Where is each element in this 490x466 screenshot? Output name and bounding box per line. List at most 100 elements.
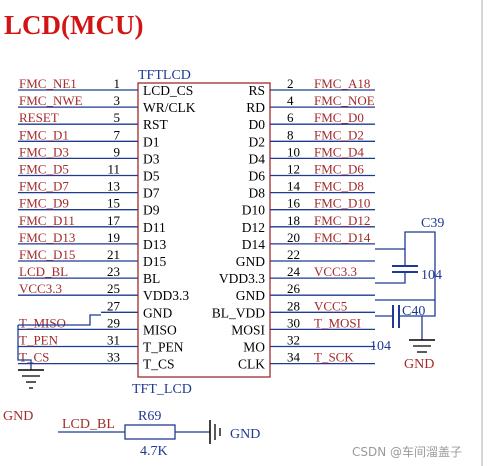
left-pin-number: 5 (114, 110, 121, 125)
right-pin-number: 26 (287, 281, 301, 296)
ground-symbol-right (409, 339, 435, 353)
right-pin-number: 8 (287, 127, 294, 142)
left-pin-number: 17 (107, 213, 121, 228)
left-pin-number: 9 (114, 144, 121, 159)
right-pin-net-label: FMC_A18 (314, 76, 370, 91)
ground-symbol-resistor (209, 420, 221, 444)
right-pin-name: D14 (242, 237, 265, 252)
right-pin-net-label: FMC_D0 (314, 110, 364, 125)
ground-label-left: GND (3, 409, 33, 424)
left-pin-net-label: FMC_D15 (19, 247, 75, 262)
left-pin-net-label: LCD_BL (19, 264, 68, 279)
c40-right-wire (399, 315, 423, 340)
left-pin-net-label: FMC_D13 (19, 230, 75, 245)
right-pin-number: 12 (287, 162, 300, 177)
right-pin-name: D2 (249, 134, 266, 149)
right-pin-number: 16 (287, 196, 301, 211)
watermark-text: CSDN @车间溜盖子 (352, 444, 462, 459)
lcd-connector-body (137, 82, 271, 378)
right-pin-name: D10 (242, 203, 265, 218)
left-pin-number: 15 (107, 196, 120, 211)
right-pin-net-label: FMC_D2 (314, 127, 364, 142)
r69-net-label: LCD_BL (62, 417, 115, 432)
right-pin-name: RS (248, 83, 265, 98)
left-pin-name: D15 (143, 254, 166, 269)
right-pin-number: 20 (287, 230, 300, 245)
left-pin-name: D7 (143, 186, 160, 201)
right-pin-net-label: FMC_D4 (314, 144, 364, 159)
pin27-ground-trace (18, 314, 101, 326)
c40-value: 104 (370, 339, 391, 354)
left-pin-number: 1 (114, 76, 121, 91)
r69-value: 4.7K (140, 444, 168, 459)
right-pin-name: CLK (238, 357, 265, 372)
left-pin-net-label: RESET (19, 110, 59, 125)
left-pin-name: D1 (143, 134, 160, 149)
right-pin-net-label: VCC5 (314, 298, 347, 313)
right-pin-name: MO (243, 340, 265, 355)
right-pin-name: D12 (242, 220, 265, 235)
ground-symbol-left (18, 369, 44, 389)
c39-value: 104 (421, 268, 442, 283)
right-pin-name: D0 (249, 117, 266, 132)
right-pin-name: GND (236, 288, 265, 303)
left-pin-net-label: T_PEN (19, 333, 59, 348)
left-pin-number: 11 (107, 162, 120, 177)
left-pin-name: T_PEN (143, 340, 184, 355)
left-pin-number: 13 (107, 179, 120, 194)
component-ref: TFTLCD (138, 68, 191, 83)
right-pin-number: 22 (287, 247, 300, 262)
c39-ref: C39 (421, 216, 444, 231)
c40-ref: C40 (402, 304, 425, 319)
right-pin-net-label: FMC_D10 (314, 196, 370, 211)
right-pin-number: 2 (287, 76, 294, 91)
left-pin-name: MISO (143, 322, 177, 337)
right-pin-name: RD (246, 100, 265, 115)
right-pin-name: VDD3.3 (219, 271, 265, 286)
left-pin-net-label: FMC_D9 (19, 196, 69, 211)
right-pin-number: 30 (287, 315, 300, 330)
right-pin-number: 28 (287, 298, 300, 313)
left-pin-net-label: FMC_D1 (19, 127, 69, 142)
right-pin-number: 10 (287, 144, 300, 159)
right-pin-name: D8 (249, 186, 266, 201)
right-pin-number: 18 (287, 213, 300, 228)
ground-label-right: GND (404, 357, 434, 372)
right-pin-net-label: FMC_D8 (314, 179, 364, 194)
page-title: LCD(MCU) (4, 10, 143, 40)
right-pin-net-label: FMC_D6 (314, 162, 364, 177)
right-pin-name: GND (236, 254, 265, 269)
left-pin-net-label: T_MISO (19, 315, 66, 330)
left-pin-name: LCD_CS (143, 83, 193, 98)
left-pin-name: VDD3.3 (143, 288, 189, 303)
right-pin-number: 14 (287, 179, 301, 194)
r69-ref: R69 (138, 409, 161, 424)
left-pin-number: 27 (107, 298, 121, 313)
c40-rail-join (422, 300, 436, 317)
left-pin-number: 33 (107, 350, 120, 365)
left-pin-number: 25 (107, 281, 120, 296)
left-pin-name: D3 (143, 151, 160, 166)
left-pin-net-label: FMC_D3 (19, 144, 69, 159)
left-pin-number: 21 (107, 247, 120, 262)
right-pin-number: 24 (287, 264, 301, 279)
left-pin-name: D11 (143, 220, 166, 235)
right-pin-number: 4 (287, 93, 294, 108)
right-pin-number: 6 (287, 110, 294, 125)
right-pin-name: MOSI (231, 322, 265, 337)
c39-top-wire (375, 231, 436, 265)
left-pin-net-label: T_CS (19, 350, 49, 365)
right-pin-name: D4 (249, 151, 266, 166)
left-pin-name: BL (143, 271, 160, 286)
right-pin-net-label: FMC_D12 (314, 213, 370, 228)
left-pin-name: T_CS (143, 357, 175, 372)
left-pin-number: 23 (107, 264, 120, 279)
c39-lead-bottom (375, 272, 406, 284)
right-pin-net-label: FMC_D14 (314, 230, 371, 245)
right-pin-net-label: VCC3.3 (314, 264, 357, 279)
right-pin-net-label: FMC_NOE (314, 93, 375, 108)
left-pin-name: D5 (143, 169, 160, 184)
